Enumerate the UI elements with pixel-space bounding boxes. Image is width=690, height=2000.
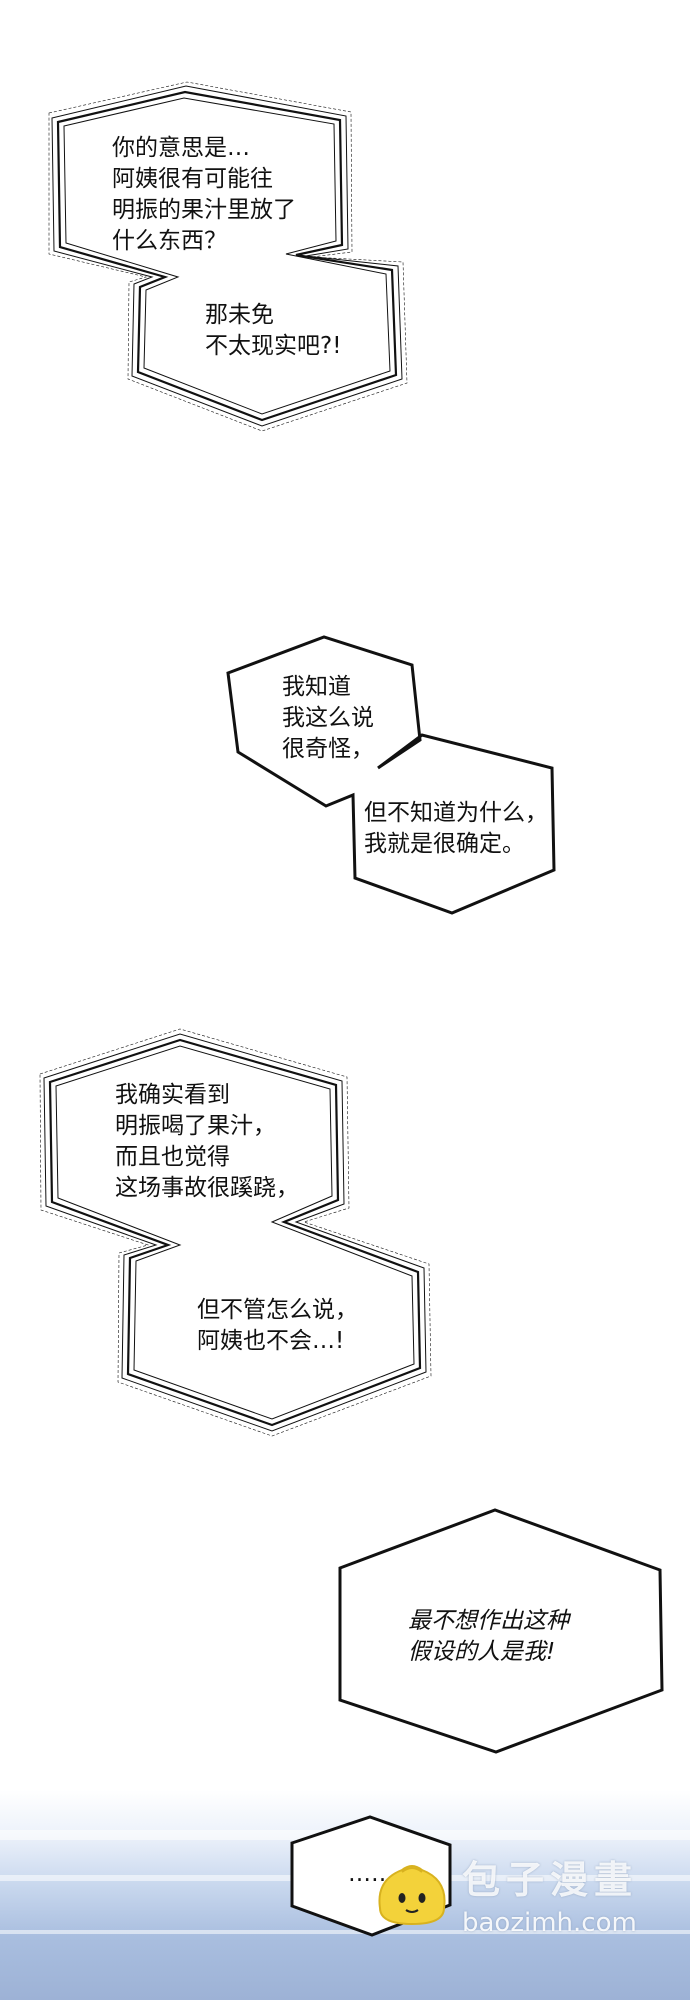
watermark-url: baozimh.com xyxy=(462,1908,637,1938)
light-streak xyxy=(0,1930,690,1934)
sketchy-balloon-group-3 xyxy=(39,1028,432,1437)
dialogue-text-5: 我确实看到 明振喝了果汁， 而且也觉得 这场事故很蹊跷， xyxy=(115,1082,299,1201)
plain-balloon-group-2 xyxy=(226,635,556,915)
dialogue-text-2: 那未免 不太现实吧?! xyxy=(205,302,342,359)
dialogue-text-4: 但不知道为什么， 我就是很确定。 xyxy=(364,800,548,857)
dialogue-text-7: 最不想作出这种 假设的人是我! xyxy=(408,1608,569,1665)
dialogue-text-1: 你的意思是… 阿姨很有可能往 明振的果汁里放了 什么东西？ xyxy=(112,135,296,254)
watermark-name: 包子漫畫 xyxy=(462,1858,639,1902)
bun-face-icon xyxy=(378,1865,446,1926)
dialogue-text-3: 我知道 我这么说 很奇怪， xyxy=(282,674,374,762)
dialogue-text-6: 但不管怎么说， 阿姨也不会…! xyxy=(197,1297,358,1354)
plain-balloon-4 xyxy=(338,1508,664,1754)
sketchy-balloon-group-1 xyxy=(48,81,408,432)
